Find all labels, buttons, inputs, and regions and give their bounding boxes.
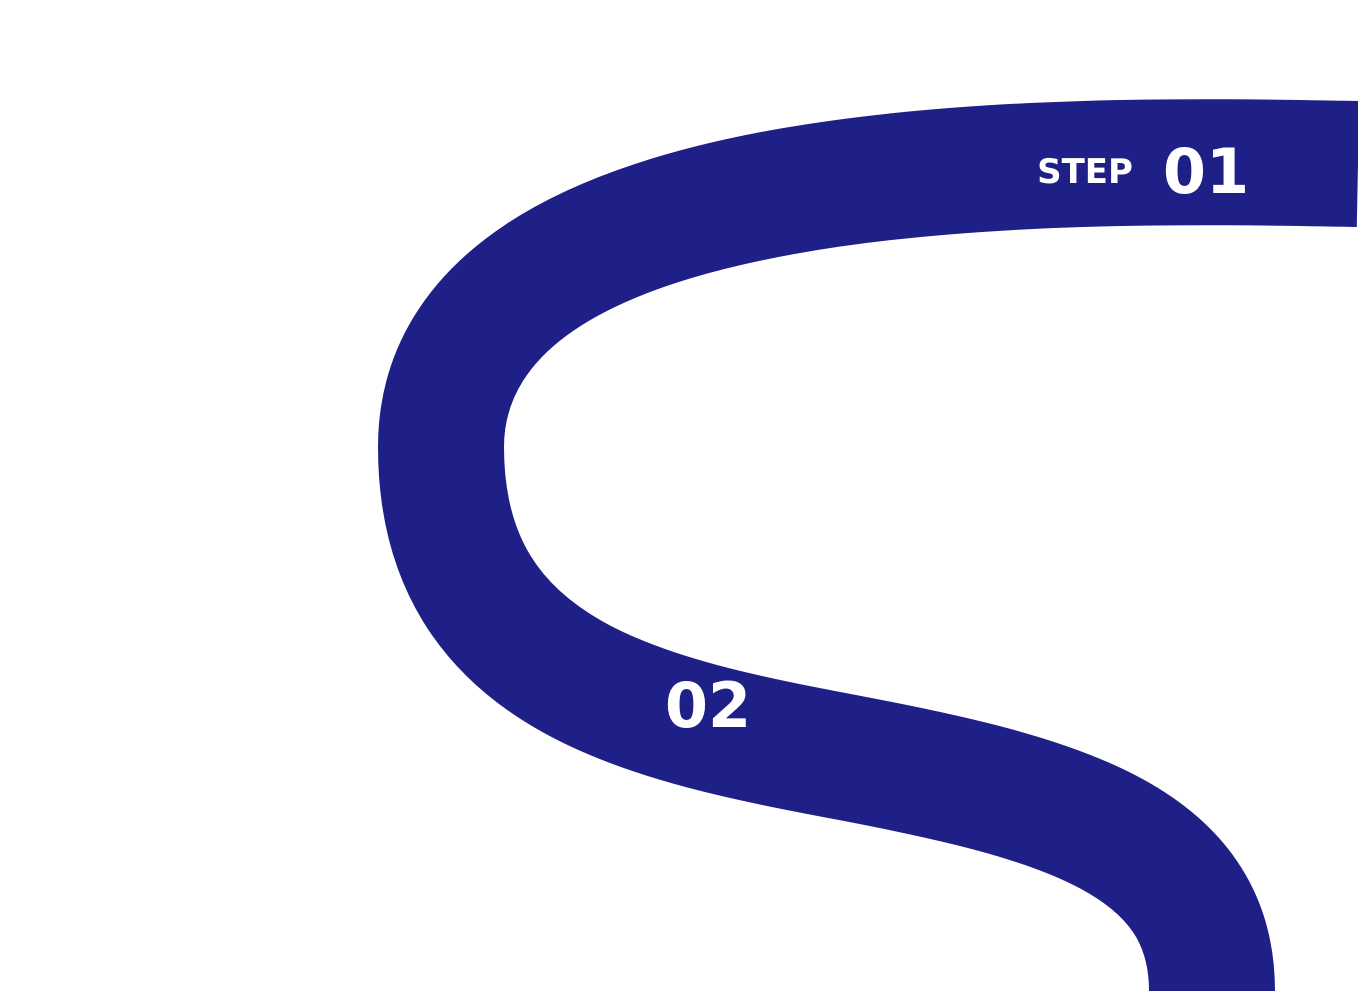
step-2-number: 02 [665, 669, 751, 742]
roadmap-path [377, 99, 1358, 991]
step-1-prefix: STEP [1037, 152, 1133, 192]
step-1-number: 01 [1163, 135, 1249, 208]
